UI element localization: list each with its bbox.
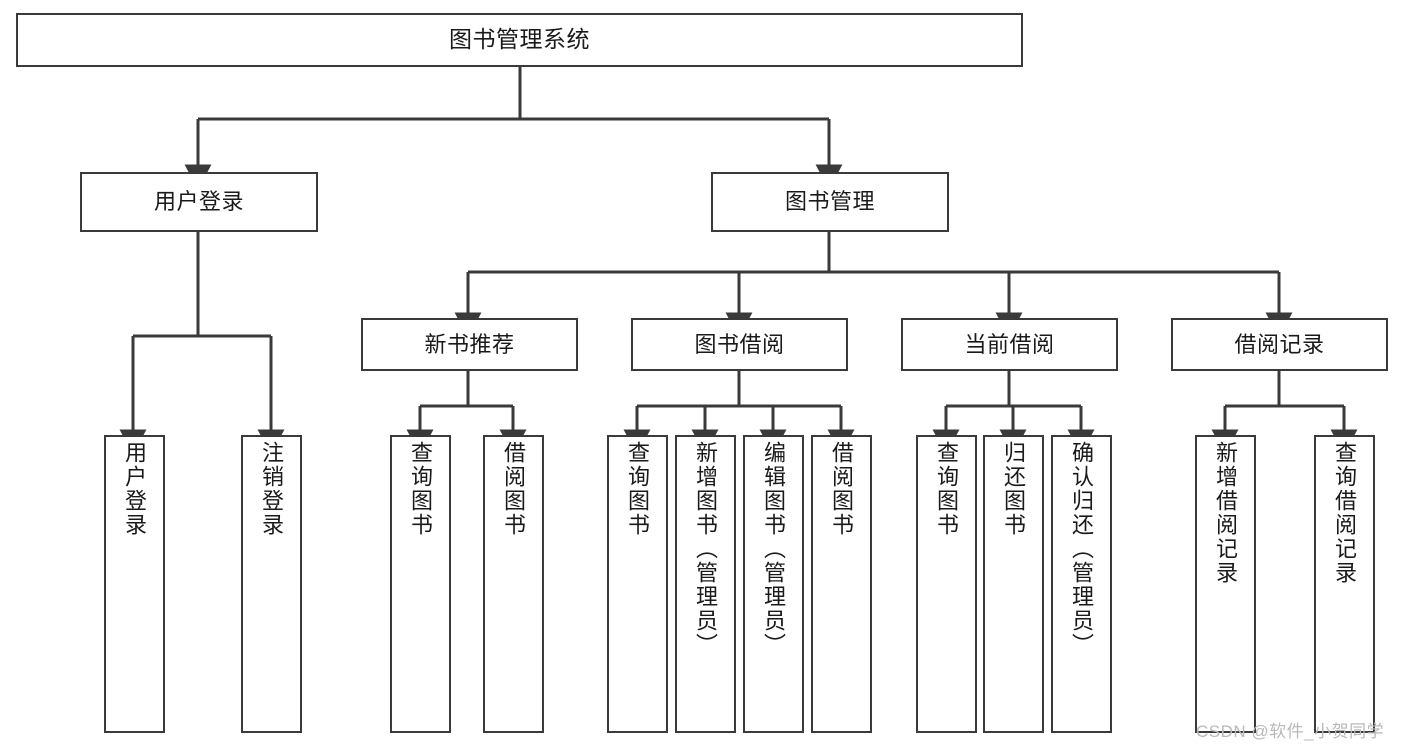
node-leaf-return-book[interactable]: 归还图书 bbox=[983, 435, 1044, 733]
node-label: 查询借阅记录 bbox=[1332, 441, 1358, 585]
node-label: 借阅记录 bbox=[1234, 331, 1325, 357]
node-label: 图书借阅 bbox=[694, 331, 785, 357]
node-label: 借阅图书 bbox=[829, 441, 855, 537]
node-leaf-add-book-admin[interactable]: 新增图书（管理员） bbox=[675, 435, 736, 733]
node-leaf-query-borrow-record[interactable]: 查询借阅记录 bbox=[1314, 435, 1375, 733]
node-current-borrow[interactable]: 当前借阅 bbox=[901, 318, 1118, 371]
node-label: 查询图书 bbox=[408, 441, 434, 537]
node-leaf-borrow-book[interactable]: 借阅图书 bbox=[811, 435, 872, 733]
node-root-book-management-system[interactable]: 图书管理系统 bbox=[16, 13, 1023, 67]
node-leaf-query-book-current[interactable]: 查询图书 bbox=[916, 435, 977, 733]
node-label: 用户登录 bbox=[122, 441, 148, 537]
node-label: 注销登录 bbox=[259, 441, 285, 537]
node-label: 编辑图书（管理员） bbox=[761, 441, 787, 657]
node-label: 新书推荐 bbox=[424, 331, 515, 357]
node-new-book-recommend[interactable]: 新书推荐 bbox=[361, 318, 578, 371]
node-leaf-borrow-book-newbook[interactable]: 借阅图书 bbox=[483, 435, 544, 733]
node-leaf-query-book-borrow[interactable]: 查询图书 bbox=[607, 435, 668, 733]
node-label: 用户登录 bbox=[153, 189, 244, 215]
node-label: 归还图书 bbox=[1001, 441, 1027, 537]
node-leaf-edit-book-admin[interactable]: 编辑图书（管理员） bbox=[743, 435, 804, 733]
node-user-login[interactable]: 用户登录 bbox=[80, 172, 318, 232]
node-book-borrow[interactable]: 图书借阅 bbox=[631, 318, 848, 371]
node-borrow-record[interactable]: 借阅记录 bbox=[1171, 318, 1388, 371]
node-label: 新增借阅记录 bbox=[1213, 441, 1239, 585]
csdn-watermark: CSDN @软件_小贺同学 bbox=[1196, 722, 1385, 741]
node-label: 确认归还（管理员） bbox=[1069, 441, 1095, 657]
node-label: 新增图书（管理员） bbox=[693, 441, 719, 657]
node-leaf-query-book-newbook[interactable]: 查询图书 bbox=[390, 435, 451, 733]
node-leaf-confirm-return-admin[interactable]: 确认归还（管理员） bbox=[1051, 435, 1112, 733]
node-leaf-user-login[interactable]: 用户登录 bbox=[104, 435, 165, 733]
node-label: 图书管理 bbox=[784, 189, 875, 215]
node-label: 查询图书 bbox=[625, 441, 651, 537]
node-label: 图书管理系统 bbox=[449, 26, 590, 53]
node-label: 查询图书 bbox=[934, 441, 960, 537]
node-book-management[interactable]: 图书管理 bbox=[711, 172, 949, 232]
node-label: 当前借阅 bbox=[964, 331, 1055, 357]
node-leaf-add-borrow-record[interactable]: 新增借阅记录 bbox=[1195, 435, 1256, 733]
node-leaf-logout[interactable]: 注销登录 bbox=[241, 435, 302, 733]
node-label: 借阅图书 bbox=[501, 441, 527, 537]
